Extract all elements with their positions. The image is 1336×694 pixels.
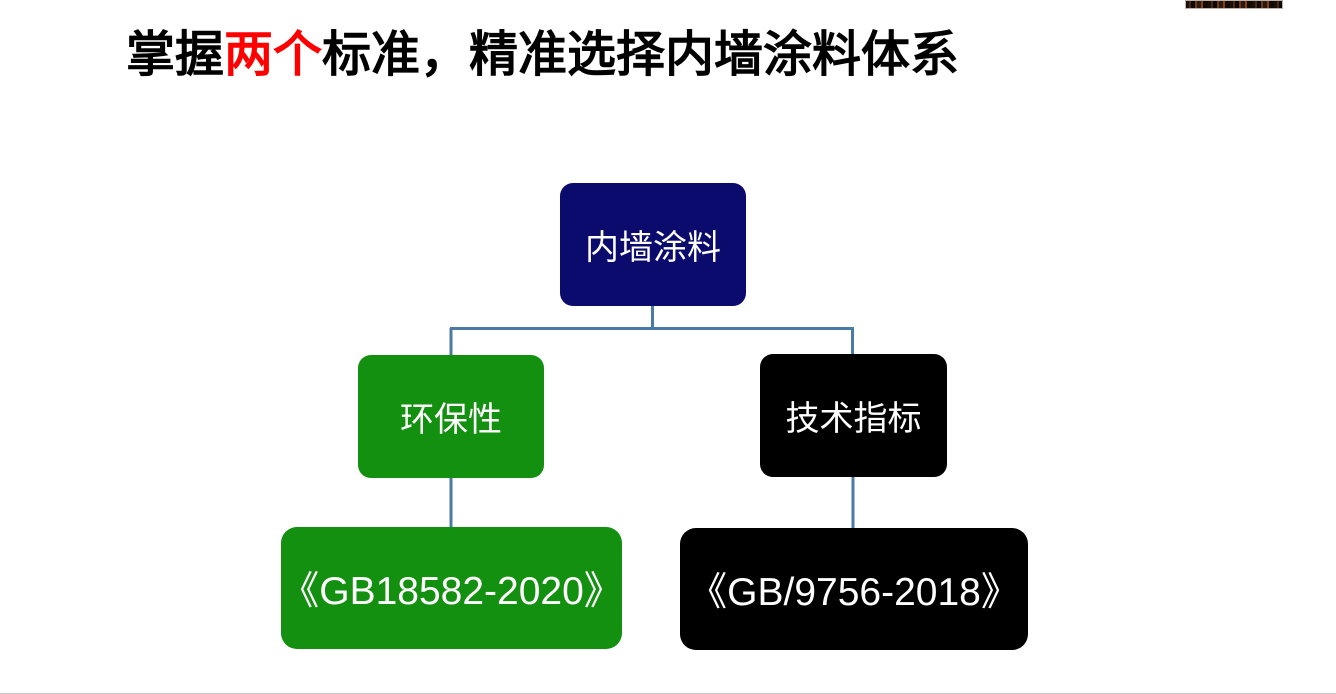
node-standard-gb9756-2018[interactable]: 《GB/9756-2018》 xyxy=(680,528,1028,650)
node-root-interior-wall-paint[interactable]: 内墙涂料 xyxy=(560,183,746,306)
page-title-highlight: 两个 xyxy=(224,28,323,82)
node-branch-technical-index-label: 技术指标 xyxy=(785,400,922,438)
node-branch-environmental[interactable]: 环保性 xyxy=(358,355,544,478)
page-title-part-after: 标准，精准选择内墙涂料体系 xyxy=(322,28,960,82)
page-title: 掌握两个标准，精准选择内墙涂料体系 xyxy=(126,26,959,86)
node-root-label: 内墙涂料 xyxy=(585,229,721,267)
cropped-image-strip-artifact xyxy=(1185,0,1283,9)
node-standard-gb18582-2020[interactable]: 《GB18582-2020》 xyxy=(280,527,623,649)
node-branch-environmental-label: 环保性 xyxy=(400,401,502,439)
node-standard-gb18582-2020-label: 《GB18582-2020》 xyxy=(280,570,623,613)
node-standard-gb9756-2018-label: 《GB/9756-2018》 xyxy=(688,571,1020,614)
node-branch-technical-index[interactable]: 技术指标 xyxy=(760,354,947,477)
page-title-part-before: 掌握 xyxy=(126,28,225,82)
